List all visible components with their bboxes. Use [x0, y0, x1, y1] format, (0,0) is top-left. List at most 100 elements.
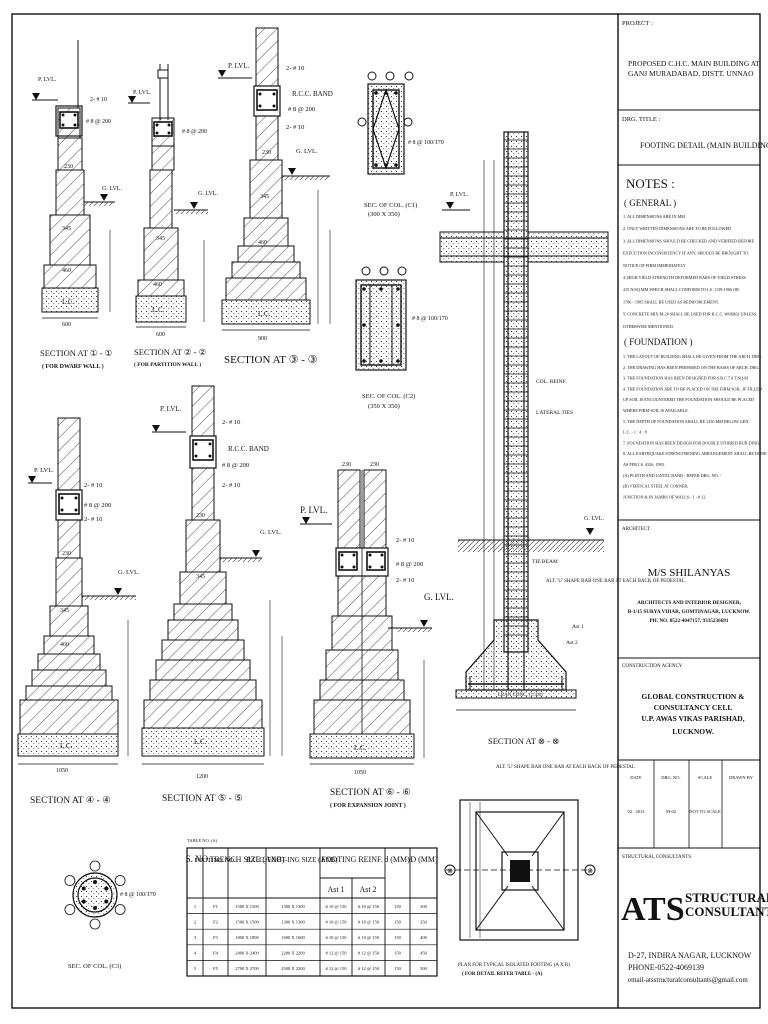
drg-title: FOOTING DETAIL (MAIN BUILDING): [640, 141, 768, 150]
ats-address: D-27, INDIRA NAGAR, LUCKNOW: [628, 951, 752, 960]
s1-dim-345: 345: [62, 226, 71, 232]
s4-dim-345: 345: [60, 608, 69, 614]
table-cell: 1800 X 1800: [235, 935, 259, 940]
agency-line2: CONSULTANCY CELL: [654, 703, 733, 712]
c3-bar: [93, 880, 97, 884]
c1-stirrup: # 8 @ 100/170: [408, 140, 444, 146]
note-line: 5. CONCRETE MIX M-20 SHALL BE USED FOR R…: [623, 312, 757, 317]
s1-stirrup: # 8 @ 200: [86, 119, 111, 125]
s1-dim-230: 230: [64, 164, 73, 170]
table-cell: # 10 @ 150: [325, 919, 347, 924]
column-c1: # 8 @ 100/170 SEC. OF COL. (C1) (300 X 3…: [357, 71, 444, 218]
s5-plvl: P. LVL.: [160, 405, 182, 413]
foundation-notes: 1. THE LAYOUT OF BUILDING SHALL BE GIVEN…: [623, 354, 767, 499]
section-5-5: P. LVL. 2- # 10 R.C.C. BAND # 8 @ 200 2-…: [141, 385, 283, 804]
table-cell: 1600 X 1600: [281, 935, 305, 940]
table-cell: F1: [213, 904, 218, 909]
project-label: PROJECT :: [622, 20, 653, 27]
note-line: 4. HIGH YIELD STRENGTH DEFORMED BARS OF …: [623, 275, 747, 280]
s6-title: SECTION AT ⑥ - ⑥: [330, 787, 411, 798]
meta-date: 02 . 2013: [628, 809, 646, 814]
table-cell: 4: [194, 951, 197, 956]
section-2-2: P. LVL. # 8 @ 200 345 460 L.C. G. LVL. 6…: [128, 64, 218, 368]
s3-dim-460: 460: [258, 240, 267, 246]
table-cell: 2500 X 2500: [281, 966, 305, 971]
th-trench: TRENCH SIZE (AXB): [209, 855, 284, 864]
s6-stirrup: # 8 @ 200: [396, 561, 423, 568]
plan-subtitle: ( FOR DETAIL REFER TABLE - (A): [462, 972, 543, 977]
s6-dim-1050: 1050: [354, 770, 366, 776]
s1-lc: L.C.: [62, 298, 75, 306]
s1-glvl: G. LVL.: [102, 186, 122, 192]
note-line: 1. ALL DIMENSIONS ARE IN MM: [623, 214, 685, 219]
ats-name1: STRUCTURAL: [685, 890, 768, 905]
xx-lateral-ties: LATERAL TIES: [536, 410, 573, 416]
s6-dim-230a: 230: [342, 462, 351, 468]
table-cell: 2700 X 2700: [235, 966, 259, 971]
table-cell: F5: [213, 966, 219, 971]
table-cell: F2: [213, 919, 218, 924]
agency-label: CONSTRUCTION AGENCY: [622, 664, 683, 669]
agency-line3: U.P. AWAS VIKAS PARISHAD,: [641, 714, 744, 723]
s4-dim-230: 230: [62, 551, 71, 557]
table-cell: 1500 X 1500: [235, 904, 259, 909]
project-line2: GANJ MURADABAD, DISTT. UNNAO: [628, 69, 754, 78]
structural-label: STRUCTURAL CONSULTANTS: [622, 855, 691, 860]
s3-plvl: P. LVL.: [228, 62, 250, 70]
s3-glvl: G. LVL.: [296, 148, 318, 155]
s2-dim-460: 460: [153, 282, 162, 288]
architect-name: M/S SHILANYAS: [648, 567, 731, 579]
s1-plvl: P. LVL.: [38, 77, 57, 83]
table-cell: # 10 @ 150: [358, 904, 380, 909]
c3-bar: [81, 886, 86, 891]
s5-title: SECTION AT ⑤ - ⑤: [162, 793, 243, 804]
s3-rcc-band: R.C.C. BAND: [292, 90, 333, 98]
architect-line2: B-1/15 SURYA VIHAR, GOMTINAGAR, LUCKNOW.: [628, 609, 751, 615]
table-cell: 450: [420, 951, 428, 956]
s3-bars-top: 2- # 10: [286, 65, 304, 72]
s2-title: SECTION AT ② - ②: [134, 347, 207, 357]
s2-dim-345: 345: [156, 236, 165, 242]
s3-stirrup: # 8 @ 200: [288, 106, 315, 113]
table-cell: 2: [194, 919, 196, 924]
xx-lean-conc: LEAN CONC. (1:4:8): [498, 693, 543, 698]
svg-text:⊗: ⊗: [587, 867, 593, 875]
s1-bars: 2- # 10: [90, 97, 107, 103]
th-D: D (MM): [410, 855, 438, 864]
foundation-heading: ( FOUNDATION ): [624, 337, 693, 347]
table-cell: # 10 @ 150: [358, 935, 380, 940]
table-cell: F4: [213, 951, 219, 956]
meta-header-scale: SCALE: [698, 775, 713, 780]
s3-dim-230: 230: [262, 150, 271, 156]
xx-ast1: Ast 1: [572, 624, 584, 630]
section-x-x: P. LVL. COL. REINF. LATERAL TIES TIE BEA…: [439, 131, 685, 746]
table-cell: # 10 @ 150: [325, 935, 347, 940]
note-line: 1786 - 1985 SHALL BE USED AS REINFORCEME…: [623, 299, 719, 304]
general-heading: ( GENERAL ): [624, 198, 676, 208]
column-c3: # 8 @ 100/170 SEC. OF COL. (C3): [64, 860, 156, 970]
table-cell: 150: [394, 935, 402, 940]
note-line: 3. ALL DIMENSIONS SHOULD BE CHECKED AND …: [623, 238, 755, 243]
s6-plvl: P. LVL.: [300, 505, 327, 515]
s3-title: SECTION AT ③ - ③: [224, 354, 318, 366]
svg-text:⊗: ⊗: [447, 867, 453, 875]
meta-header-drgno: DRG. NO.: [661, 775, 680, 780]
section-3-3: P. LVL. 2- # 10 R.C.C. BAND # 8 @ 200 2-…: [218, 27, 333, 366]
table-cell: 3: [194, 935, 197, 940]
table-cell: 2400 X 2400: [235, 951, 259, 956]
table-cell: # 12 @ 150: [358, 951, 380, 956]
table-cell: 400: [420, 935, 428, 940]
th-d: d (MM): [384, 855, 410, 864]
c3-bar: [104, 886, 109, 891]
s2-stirrup: # 8 @ 200: [182, 129, 207, 135]
note-line: 5. THE DEPTH OF FOUNDATION SHALL BE 1250…: [623, 419, 749, 424]
note-line: 3. THE FOUNDATION HAS BEEN DESIGNED FOR …: [623, 376, 748, 381]
notes-heading: NOTES :: [626, 176, 675, 191]
th-ast1: Ast 1: [327, 885, 344, 894]
th-reinf: FOOTING REINF.: [321, 855, 383, 864]
table-cell: 150: [394, 904, 402, 909]
xx-ast2: Ast 2: [566, 640, 578, 646]
plan-bent-bar: ALT. 'U' SHAPE BAR ONE BAR AT EACH BACK …: [496, 765, 635, 770]
ats-logo: ATS: [621, 891, 685, 928]
